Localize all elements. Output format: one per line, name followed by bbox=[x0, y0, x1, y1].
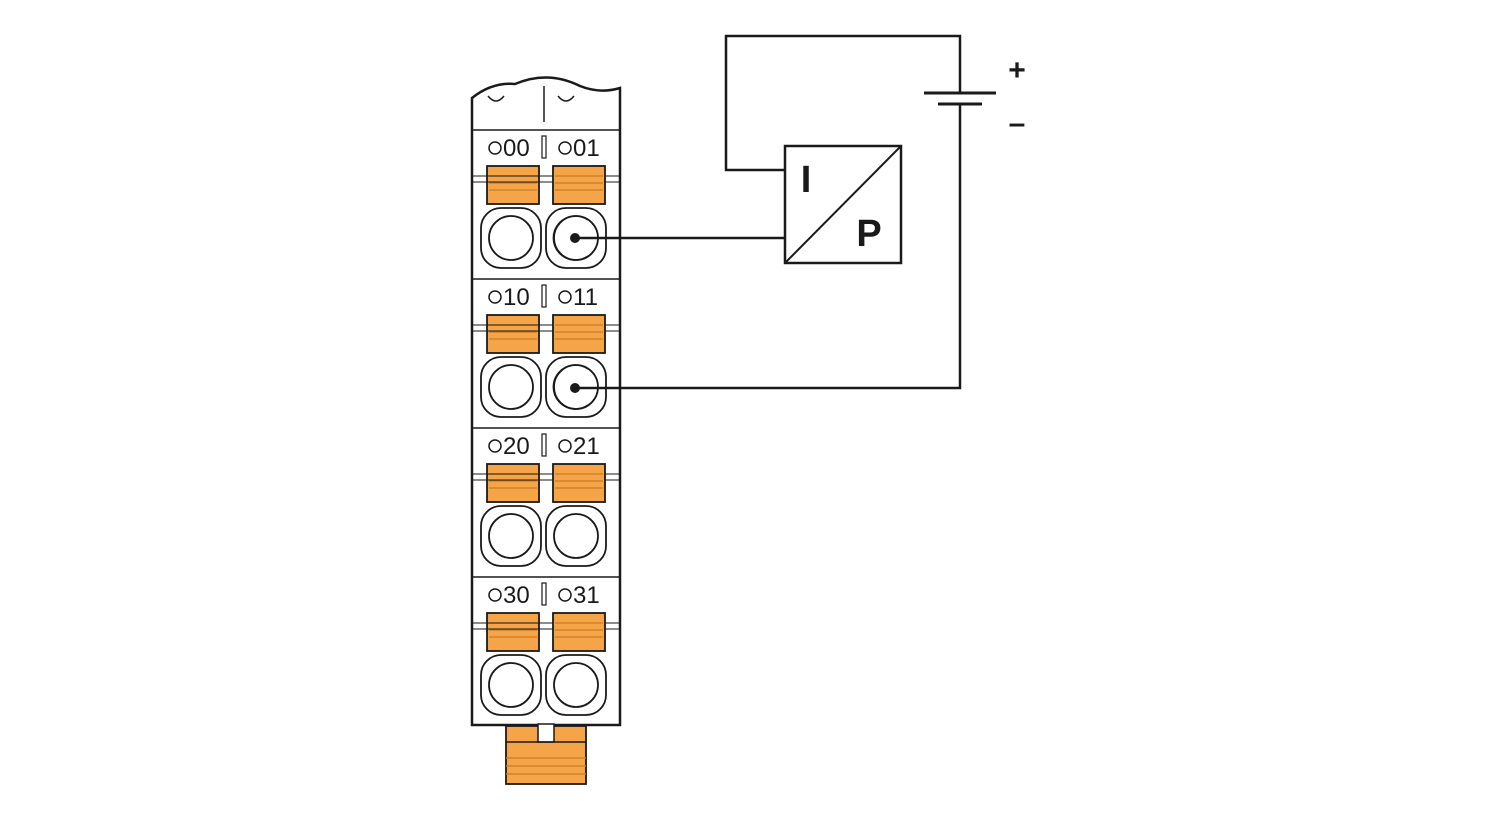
bottom-plug-connector bbox=[505, 723, 587, 785]
push-button-left[interactable] bbox=[486, 314, 540, 354]
push-button-right[interactable] bbox=[552, 612, 606, 652]
status-led-icon bbox=[488, 290, 502, 304]
ip-converter: I P bbox=[783, 144, 903, 265]
wire-converter-to-supply-plus bbox=[724, 34, 962, 172]
terminal-label-left: 30 bbox=[503, 582, 530, 609]
wire-entry-right[interactable] bbox=[545, 654, 607, 716]
label-divider-marker bbox=[541, 284, 547, 308]
label-divider-marker bbox=[541, 135, 547, 159]
push-button-left[interactable] bbox=[486, 463, 540, 503]
housing-top-notch-right bbox=[557, 95, 575, 102]
status-led-icon bbox=[558, 290, 572, 304]
housing-top-notch-left bbox=[487, 95, 505, 102]
push-button-right[interactable] bbox=[552, 314, 606, 354]
push-button-right[interactable] bbox=[552, 463, 606, 503]
converter-output-label: P bbox=[856, 213, 881, 255]
terminal-row: 30 31 bbox=[471, 576, 621, 716]
label-divider-marker bbox=[541, 582, 547, 606]
wire-entry-left[interactable] bbox=[480, 654, 542, 716]
power-supply: + – bbox=[924, 54, 1026, 140]
wire-entry-right[interactable] bbox=[545, 505, 607, 567]
wires bbox=[570, 34, 962, 393]
terminal-label-right: 21 bbox=[573, 433, 600, 460]
wire-supply-minus-to-terminal-11 bbox=[575, 104, 962, 390]
push-button-rail bbox=[471, 175, 621, 183]
push-button-rail bbox=[471, 622, 621, 630]
status-led-icon bbox=[558, 141, 572, 155]
terminal-11-connection-point bbox=[570, 383, 580, 393]
status-led-icon bbox=[488, 439, 502, 453]
label-divider-marker bbox=[541, 433, 547, 457]
wire-entry-left[interactable] bbox=[480, 356, 542, 418]
status-led-icon bbox=[488, 141, 502, 155]
terminal-label-left: 00 bbox=[503, 135, 530, 162]
status-led-icon bbox=[488, 588, 502, 602]
converter-input-label: I bbox=[801, 159, 812, 201]
push-button-right[interactable] bbox=[552, 165, 606, 205]
terminal-label-left: 20 bbox=[503, 433, 530, 460]
converter-diagonal bbox=[784, 145, 902, 264]
supply-minus-label: – bbox=[1009, 107, 1026, 140]
supply-plus-label: + bbox=[1008, 54, 1026, 87]
terminal-label-right: 11 bbox=[573, 284, 598, 311]
push-button-left[interactable] bbox=[486, 612, 540, 652]
push-button-rail bbox=[471, 324, 621, 332]
wire-entry-left[interactable] bbox=[480, 207, 542, 269]
terminal-01-connection-point bbox=[570, 233, 580, 243]
push-button-rail bbox=[471, 473, 621, 481]
terminal-label-left: 10 bbox=[503, 284, 530, 311]
status-led-icon bbox=[558, 588, 572, 602]
terminal-label-right: 01 bbox=[573, 135, 600, 162]
status-led-icon bbox=[558, 439, 572, 453]
wire-entry-left[interactable] bbox=[480, 505, 542, 567]
push-button-left[interactable] bbox=[486, 165, 540, 205]
terminal-label-right: 31 bbox=[573, 582, 600, 609]
